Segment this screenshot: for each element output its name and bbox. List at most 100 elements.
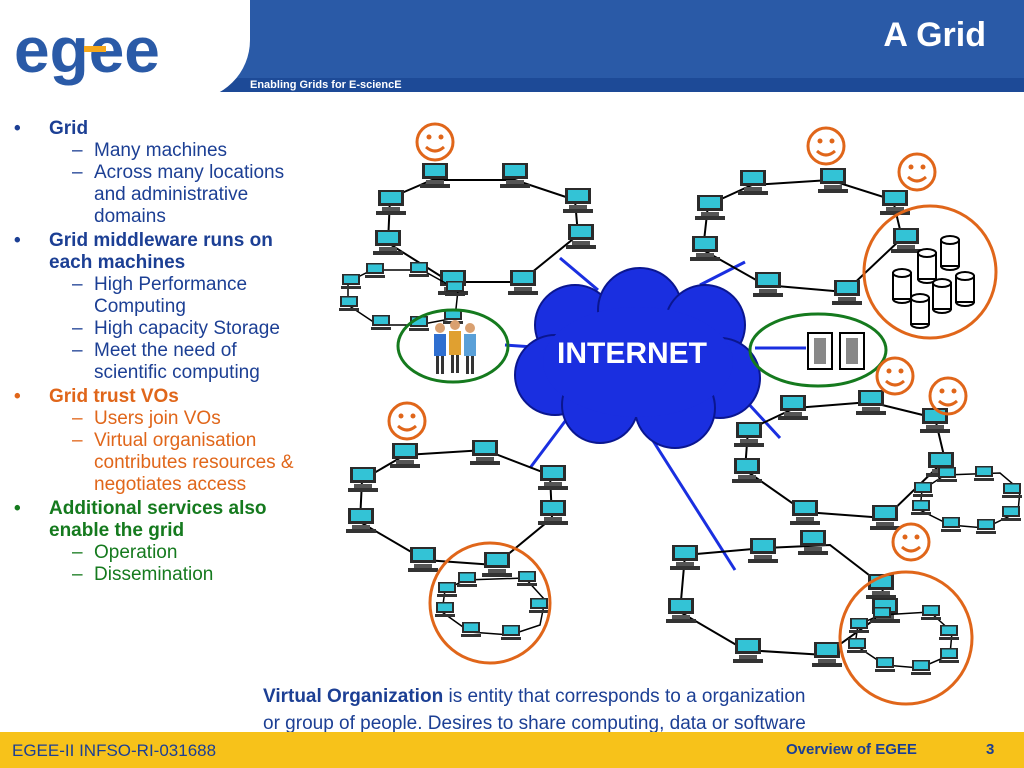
computer-icon [566, 224, 596, 249]
smiley-icon [875, 356, 915, 396]
computer-icon [939, 625, 959, 640]
computer-icon [870, 505, 900, 530]
computer-icon [517, 571, 537, 586]
computer-icon [461, 622, 481, 637]
computer-icon [732, 458, 762, 483]
header-tagline: Enabling Grids for E-sciencE [250, 79, 402, 91]
bullet-label: Grid [49, 118, 89, 139]
sub-bullet-item: –High capacity Storage [14, 318, 314, 340]
footer-project-id: EGEE-II INFSO-RI-031688 [12, 741, 217, 760]
computer-icon [891, 228, 921, 253]
server-racks-icon [807, 332, 865, 370]
smiley-icon [891, 522, 931, 562]
computer-icon [976, 519, 996, 534]
computer-icon [733, 638, 763, 663]
computer-icon [911, 660, 931, 675]
computer-icon [457, 572, 477, 587]
computer-icon [470, 440, 500, 465]
footer-section-title: Overview of EGEE [786, 741, 917, 758]
smiley-icon [897, 152, 937, 192]
computer-icon [911, 500, 931, 515]
computer-icon [872, 607, 892, 622]
computer-icon [832, 280, 862, 305]
computer-icon [666, 598, 696, 623]
database-icon [917, 248, 937, 284]
header-subband [0, 78, 1024, 92]
sub-bullet-item: –Dissemination [14, 564, 314, 586]
sub-bullet-item: –Virtual organisation contributes resour… [14, 430, 314, 496]
vo-caption: Virtual Organization is entity that corr… [263, 683, 823, 764]
sub-bullet-item: –Users join VOs [14, 408, 314, 430]
dash-icon: – [72, 162, 83, 183]
computer-icon [341, 274, 361, 289]
computer-icon [778, 395, 808, 420]
sub-bullet-label: Virtual organisation contributes resourc… [94, 430, 294, 495]
computer-icon [365, 263, 385, 278]
people-icon [434, 320, 476, 374]
computer-icon [501, 625, 521, 640]
computer-icon [538, 465, 568, 490]
bullet-label: Grid middleware runs on each machines [49, 230, 273, 273]
dash-icon: – [72, 542, 83, 563]
vo-ring [428, 541, 552, 665]
computer-icon [847, 638, 867, 653]
sub-bullet-item: –Operation [14, 542, 314, 564]
computer-icon [875, 657, 895, 672]
bullet-group-services: •Additional services also enable the gri… [14, 498, 314, 586]
storage-ring [862, 204, 998, 340]
bullet-group-middleware: •Grid middleware runs on each machines –… [14, 230, 314, 384]
computer-icon [445, 281, 465, 296]
computer-icon [408, 547, 438, 572]
computer-icon [339, 296, 359, 311]
bullet-dot-icon: • [14, 118, 21, 139]
computer-icon [939, 648, 959, 663]
dash-icon: – [72, 274, 83, 295]
bullet-list: •Grid –Many machines –Across many locati… [14, 116, 314, 586]
bullet-label: Grid trust VOs [49, 386, 179, 407]
sub-bullet-label: Meet the need of scientific computing [94, 340, 260, 383]
computer-icon [695, 195, 725, 220]
computer-icon [376, 190, 406, 215]
computer-icon [748, 538, 778, 563]
sub-bullet-item: –Many machines [14, 140, 314, 162]
dash-icon: – [72, 340, 83, 361]
computer-icon [913, 482, 933, 497]
computer-icon [798, 530, 828, 555]
computer-icon [974, 466, 994, 481]
link-line [743, 398, 782, 440]
cluster-top-right [690, 168, 921, 305]
vo-ring [838, 570, 974, 706]
computer-icon [790, 500, 820, 525]
resources-ellipse [748, 312, 888, 388]
database-icon [910, 293, 930, 329]
computer-icon [670, 545, 700, 570]
sub-bullet-item: –Meet the need of scientific computing [14, 340, 314, 384]
dash-icon: – [72, 430, 83, 451]
computer-icon [856, 390, 886, 415]
link-line [648, 435, 737, 571]
caption-text: is entity that corresponds to a organiza… [263, 686, 806, 734]
link-line [559, 256, 599, 292]
computer-icon [390, 443, 420, 468]
smiley-icon [387, 401, 427, 441]
internet-cloud: INTERNET [514, 267, 761, 449]
computer-icon [482, 552, 512, 577]
computer-icon [508, 270, 538, 295]
computer-icon [738, 170, 768, 195]
sub-bullet-label: Many machines [94, 140, 228, 161]
cluster-bottom-left [346, 440, 568, 640]
sub-bullet-label: Across many locations and administrative… [94, 162, 285, 227]
slide-title: A Grid [883, 16, 986, 54]
grid-network-diagram: INTERNET [339, 122, 1022, 706]
database-icon [892, 268, 912, 304]
bullet-dot-icon: • [14, 386, 21, 407]
smiley-icon [806, 126, 846, 166]
computer-icon [373, 230, 403, 255]
computer-icon [818, 168, 848, 193]
computer-icon [753, 272, 783, 297]
link-line [528, 419, 568, 469]
computer-icon [1001, 506, 1021, 521]
database-icon [955, 271, 975, 307]
computer-icon [690, 236, 720, 261]
computer-icon [435, 602, 455, 617]
